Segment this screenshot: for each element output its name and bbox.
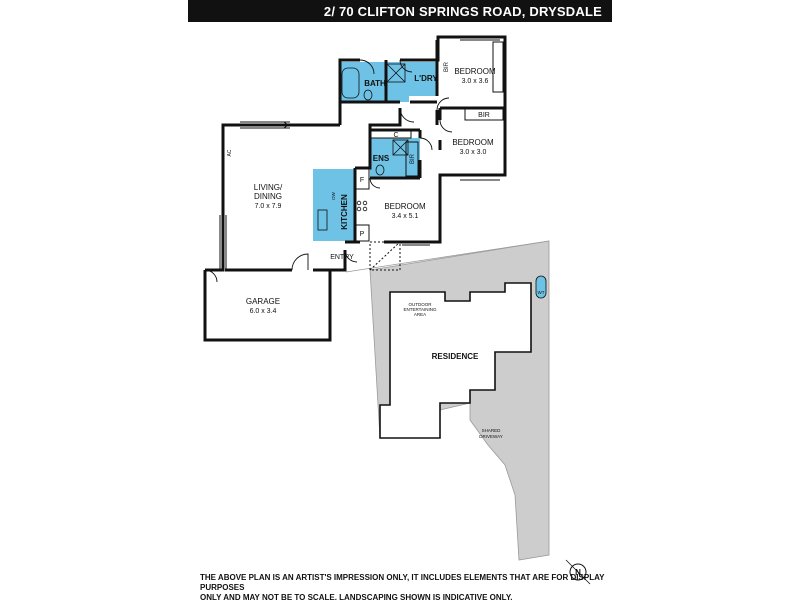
dishwasher-label: DW: [331, 192, 336, 200]
property-address: 2/ 70 CLIFTON SPRINGS ROAD, DRYSDALE: [323, 4, 602, 19]
pantry-cupboard: [355, 224, 370, 242]
laundry-label: L'DRY: [414, 74, 438, 83]
bedroom2-label: BEDROOM: [452, 138, 494, 147]
bedroom1-label: BEDROOM: [454, 67, 496, 76]
site-plan: WT OUTDOOR ENTERTAINING AREA RESIDENCE S…: [345, 240, 550, 561]
ensuite-shower: [392, 139, 409, 156]
bedroom3-label: BEDROOM: [384, 202, 426, 211]
outdoor-area-label-2: ENTERTAINING: [403, 307, 437, 312]
cooktop-burner-2: [362, 200, 368, 206]
wet-areas: [313, 62, 437, 241]
outdoor-area-label-1: OUTDOOR: [409, 302, 433, 307]
kitchen-bench: [313, 169, 355, 241]
bath-toilet: [363, 89, 373, 101]
bir-bedroom3: [405, 141, 419, 177]
ensuite-toilet: [375, 164, 385, 176]
interior-details: [219, 39, 504, 271]
bedroom3-size: 3.4 x 5.1: [392, 213, 419, 220]
outdoor-area-label-3: AREA: [414, 312, 426, 317]
pantry-label: P: [360, 231, 365, 238]
ensuite-area: [370, 138, 420, 178]
room-labels: LIVING/ DINING 7.0 x 7.9 AC KITCHEN DW F…: [227, 61, 496, 315]
north-compass-icon: N: [565, 559, 591, 585]
living-label-2: DINING: [254, 192, 282, 201]
ac-label: AC: [227, 149, 233, 156]
linen-cupboard: [370, 129, 412, 139]
bir-label-3: BIR: [410, 153, 416, 164]
site-boundary: [345, 240, 550, 273]
bath-label: BATH: [364, 79, 386, 88]
door-swings: [204, 59, 453, 283]
fridge-space: [355, 168, 370, 190]
disclaimer: THE ABOVE PLAN IS AN ARTIST'S IMPRESSION…: [200, 573, 620, 603]
garage-size: 6.0 x 3.4: [250, 308, 277, 315]
disclaimer-line-2: ONLY AND MAY NOT BE TO SCALE. LANDSCAPIN…: [200, 593, 513, 602]
bir-bedroom2: [464, 107, 504, 121]
living-size: 7.0 x 7.9: [255, 203, 282, 210]
bedroom1-size: 3.0 x 3.6: [462, 78, 489, 85]
cooktop-burner-3: [356, 206, 362, 212]
sliding-door-arrow: [263, 121, 289, 129]
walls: [203, 35, 507, 342]
water-tank: [535, 275, 547, 299]
cupboard-label: C: [393, 132, 398, 139]
driveway-label-2: DRIVEWAY: [479, 434, 503, 439]
bir-bedroom1: [492, 41, 504, 93]
title-bar: 2/ 70 CLIFTON SPRINGS ROAD, DRYSDALE: [188, 0, 612, 22]
residence-label: RESIDENCE: [432, 352, 479, 361]
laundry-area: [409, 62, 437, 96]
garage-label: GARAGE: [246, 297, 280, 306]
kitchen-sink: [317, 209, 328, 231]
entry-porch: [369, 241, 401, 271]
cooktop-burner-4: [362, 206, 368, 212]
fridge-label: F: [360, 177, 364, 184]
kitchen-label: KITCHEN: [340, 194, 349, 230]
disclaimer-line-1: THE ABOVE PLAN IS AN ARTIST'S IMPRESSION…: [200, 573, 605, 592]
bir-label-2: BIR: [478, 112, 490, 119]
bedroom2-size: 3.0 x 3.0: [460, 149, 487, 156]
entry-label: ENTRY: [330, 254, 354, 261]
cooktop-burner-1: [356, 200, 362, 206]
ensuite-label: ENS: [373, 154, 390, 163]
bir-label-1: BIR: [444, 61, 450, 72]
bathtub: [341, 67, 360, 99]
water-tank-label: WT: [538, 290, 545, 295]
driveway-label-1: SHARED: [482, 428, 502, 433]
living-label-1: LIVING/: [254, 183, 283, 192]
compass-north-label: N: [575, 568, 581, 577]
residence-footprint: [379, 282, 532, 439]
